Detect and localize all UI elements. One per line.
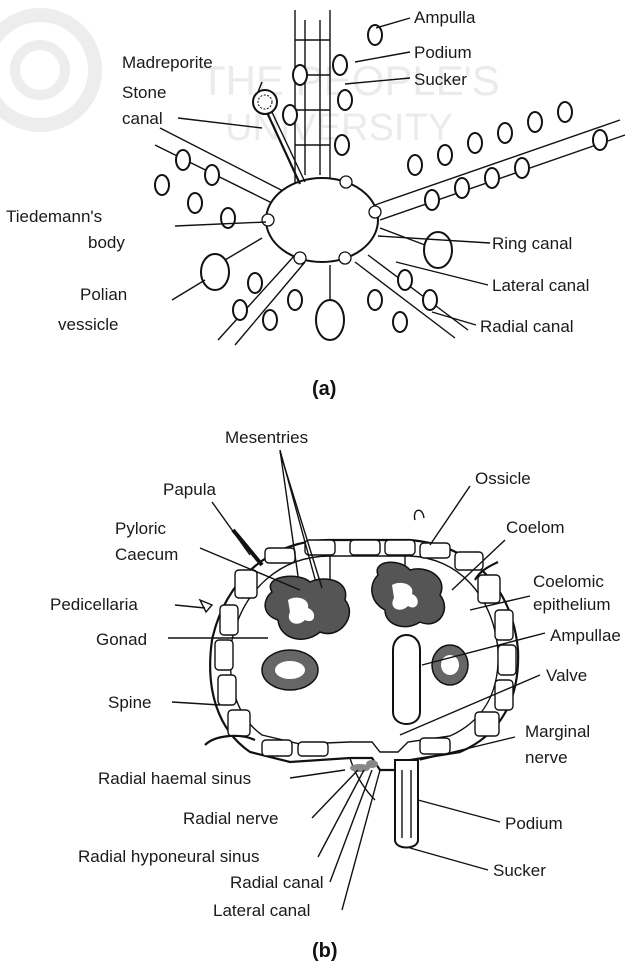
label-mesentries: Mesentries (225, 428, 308, 447)
madreporite-plate (253, 90, 277, 114)
label-lateral-canal-b: Lateral canal (213, 901, 310, 920)
label-papula: Papula (163, 480, 216, 499)
diagram-b: Mesentries Papula Ossicle Pyloric Caecum… (50, 428, 621, 962)
label-pyloric-2: Caecum (115, 545, 178, 564)
label-pedicellaria: Pedicellaria (50, 595, 138, 614)
label-podium-a: Podium (414, 43, 472, 62)
label-radial-canal-a: Radial canal (480, 317, 574, 336)
label-stone-canal-1: Stone (122, 83, 166, 102)
polian-vesicle-b (316, 300, 344, 340)
label-tiedemann-1: Tiedemann's (6, 207, 102, 226)
label-lateral-canal-a: Lateral canal (492, 276, 589, 295)
caption-a: (a) (312, 378, 336, 400)
caption-b: (b) (312, 940, 338, 962)
label-radial-haemal-sinus: Radial haemal sinus (98, 769, 251, 788)
label-ampullae: Ampullae (550, 626, 621, 645)
label-stone-canal-2: canal (122, 109, 163, 128)
label-polian-1: Polian (80, 285, 127, 304)
ampulla-b (393, 635, 420, 724)
spine-left (205, 736, 255, 745)
label-ampulla-a: Ampulla (414, 8, 476, 27)
label-radial-nerve: Radial nerve (183, 809, 278, 828)
label-polian-2: vessicle (58, 315, 118, 334)
label-valve: Valve (546, 666, 587, 685)
label-marginal-2: nerve (525, 748, 568, 767)
label-sucker-a: Sucker (414, 70, 467, 89)
label-podium-b: Podium (505, 814, 563, 833)
label-radial-hyponeural-sinus: Radial hyponeural sinus (78, 847, 259, 866)
ring-canal-a (266, 178, 378, 262)
label-sucker-b: Sucker (493, 861, 546, 880)
label-radial-canal-b: Radial canal (230, 873, 324, 892)
label-ossicle: Ossicle (475, 469, 531, 488)
label-coelomic-2: epithelium (533, 595, 611, 614)
label-tiedemann-2: body (88, 233, 125, 252)
label-coelomic-1: Coelomic (533, 572, 604, 591)
pedicellaria-shape (200, 600, 212, 612)
label-pyloric-1: Pyloric (115, 519, 167, 538)
label-spine: Spine (108, 693, 151, 712)
papula (233, 530, 262, 565)
podium-b (395, 760, 418, 848)
label-madreporite: Madreporite (122, 53, 213, 72)
label-ring-canal: Ring canal (492, 234, 572, 253)
label-marginal-1: Marginal (525, 722, 590, 741)
polian-vesicle-c (424, 232, 452, 268)
label-coelom: Coelom (506, 518, 565, 537)
label-gonad: Gonad (96, 630, 147, 649)
